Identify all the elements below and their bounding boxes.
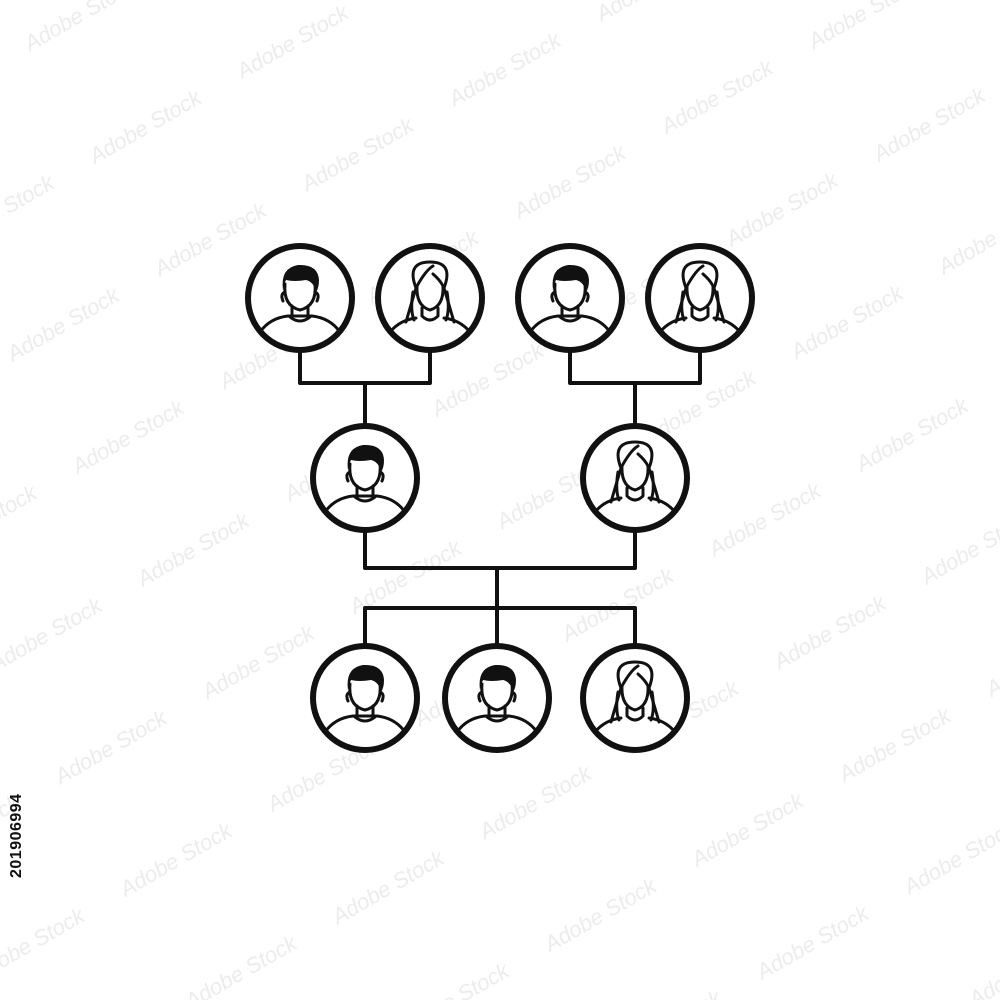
collar-shape [485,715,509,723]
collar-shape [353,495,377,503]
avatar-circle [310,643,420,753]
collar-shape [288,315,312,323]
connector-lines [298,348,702,648]
hair-shape [282,264,319,292]
parents-bracket [363,528,637,570]
face-shape [620,684,650,712]
hair-strands [615,690,655,722]
person-node-gp3 [515,243,625,353]
man-icon [455,664,539,734]
avatar-circle [580,423,690,533]
man-icon [528,264,612,334]
face-shape [283,282,317,312]
torso-shape [455,714,539,734]
woman-icon [593,660,677,734]
fringe-shape [620,664,650,688]
ears-shape [477,690,517,703]
avatar-circle [580,643,690,753]
hair-shape [347,664,384,692]
person-node-p1 [310,423,420,533]
neck-shape [420,306,440,322]
avatar-circle [310,423,420,533]
face-shape [553,282,587,312]
children-bracket [363,606,637,648]
hair-shape [552,264,589,292]
woman-icon [593,440,677,514]
face-shape [348,462,382,492]
person-node-c1 [310,643,420,753]
fringe-shape [685,264,715,288]
hair-strands [410,290,450,322]
person-node-gp1 [245,243,355,353]
fringe-shape [620,444,650,468]
avatar-circle [245,243,355,353]
face-shape [620,464,650,492]
ears-shape [280,290,320,303]
face-shape [415,284,445,312]
person-node-gp4 [645,243,755,353]
man-icon [258,264,342,334]
torso-shape [528,314,612,334]
hair-shape [479,664,516,692]
avatar-circle [442,643,552,753]
ears-shape [345,690,385,703]
man-icon [323,664,407,734]
torso-shape [323,494,407,514]
collar-shape [558,315,582,323]
avatar-circle [645,243,755,353]
woman-icon [388,260,472,334]
avatar-circle [515,243,625,353]
person-node-gp2 [375,243,485,353]
neck-shape [625,706,645,722]
avatar-circle [375,243,485,353]
ears-shape [550,290,590,303]
person-node-c3 [580,643,690,753]
hair-strands [615,470,655,502]
woman-icon [658,260,742,334]
person-node-p2 [580,423,690,533]
torso-shape [258,314,342,334]
ears-shape [345,470,385,483]
person-nodes [245,243,755,753]
torso-shape [323,714,407,734]
fringe-shape [415,264,445,288]
hair-shape [347,444,384,472]
neck-shape [625,486,645,502]
face-shape [348,682,382,712]
collar-shape [353,715,377,723]
hair-strands [680,290,720,322]
face-shape [480,682,514,712]
man-icon [323,444,407,514]
neck-shape [690,306,710,322]
stock-id-label: 201906994 [8,793,25,878]
face-shape [685,284,715,312]
person-node-c2 [442,643,552,753]
